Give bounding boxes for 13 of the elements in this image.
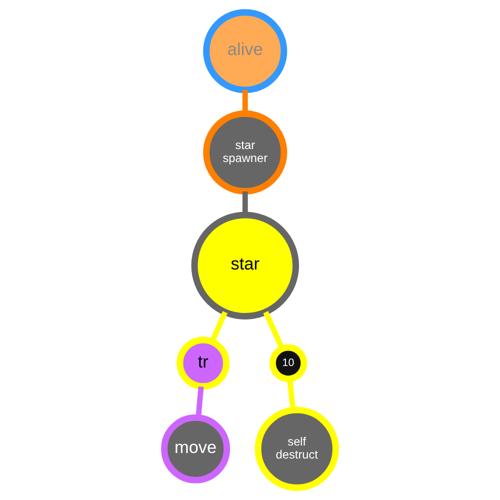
node-circle: 10 [269, 344, 308, 382]
connector [287, 378, 296, 410]
connector [210, 311, 228, 343]
node-circle: tr [176, 336, 230, 390]
connector [196, 386, 204, 418]
node-circle: self destruct [254, 406, 339, 491]
node-circle: star [191, 212, 300, 320]
connector [263, 311, 285, 350]
node-circle: alive [203, 9, 288, 94]
connector [242, 90, 248, 114]
node-circle: move [161, 414, 230, 484]
node-circle: star spawner [203, 110, 288, 194]
connector [242, 191, 248, 215]
